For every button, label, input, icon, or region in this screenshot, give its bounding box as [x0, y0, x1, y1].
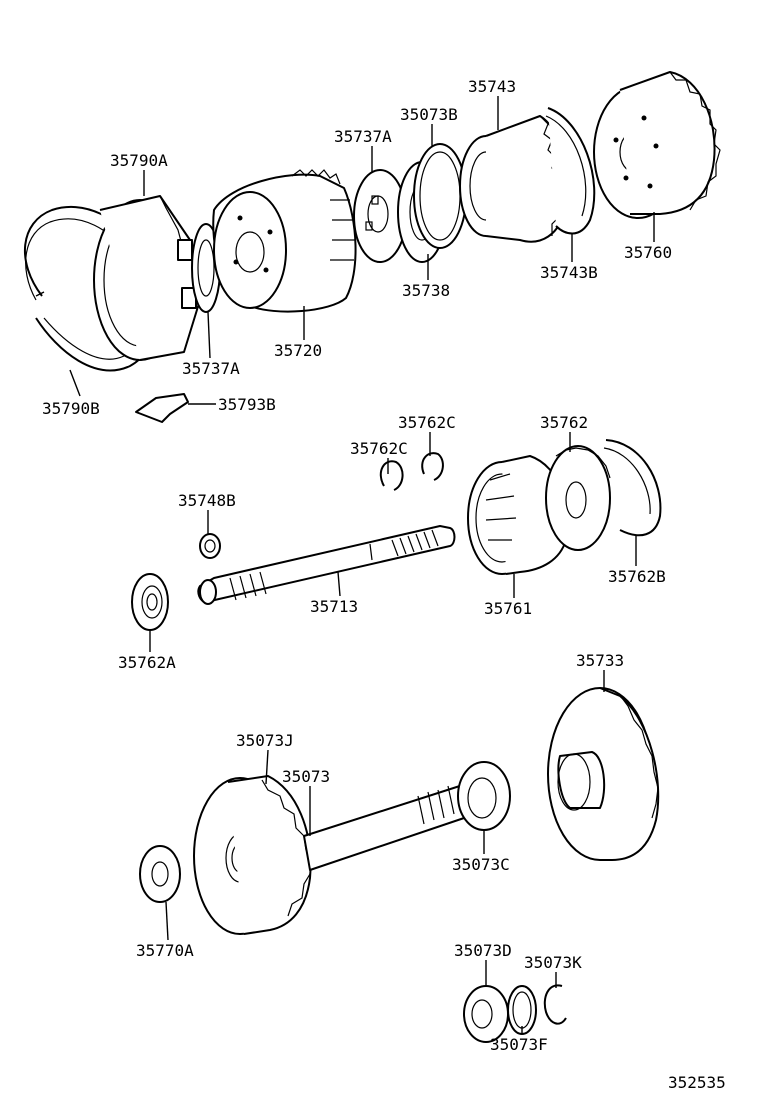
ring-35073b — [413, 143, 467, 249]
label-35762c-right: 35762C — [398, 413, 456, 432]
label-35733: 35733 — [576, 651, 624, 670]
label-35762c-left: 35762C — [350, 439, 408, 458]
label-35737a-upper: 35737A — [334, 127, 392, 146]
label-35760: 35760 — [624, 243, 672, 262]
ring-35073f — [507, 985, 537, 1035]
label-35073k: 35073K — [524, 953, 582, 972]
label-35793b: 35793B — [218, 395, 276, 414]
gear-35762 — [545, 445, 611, 551]
part-labels: 35790A 35790B 35737A 35720 35737A 35073B… — [42, 77, 726, 1092]
snap-ring-35073k — [543, 984, 567, 1025]
drum-35790a — [93, 195, 201, 361]
thrust-washer-35737a-upper — [353, 169, 407, 263]
snap-ring-35743b — [545, 107, 596, 235]
label-35770a: 35770A — [136, 941, 194, 960]
ring-35762c-left — [379, 460, 404, 491]
bearing-35762a — [131, 573, 169, 631]
shaft-35713 — [197, 525, 456, 605]
bearing-35073d — [463, 985, 509, 1043]
label-35790b: 35790B — [42, 399, 100, 418]
label-35073d: 35073D — [454, 941, 512, 960]
snap-ring-35762b — [603, 439, 662, 537]
clutch-drum-35720 — [212, 169, 357, 313]
drum-35760 — [593, 71, 721, 219]
label-35073b: 35073B — [400, 105, 458, 124]
label-35762b: 35762B — [608, 567, 666, 586]
ring-35762c-right — [421, 452, 444, 481]
label-35720: 35720 — [274, 341, 322, 360]
washer-35770a — [139, 845, 181, 903]
label-35748b: 35748B — [178, 491, 236, 510]
plate-35793b — [135, 393, 216, 423]
diagram-number: 352535 — [668, 1073, 726, 1092]
label-35761: 35761 — [484, 599, 532, 618]
label-35762a: 35762A — [118, 653, 176, 672]
label-35073c: 35073C — [452, 855, 510, 874]
label-35073f: 35073F — [490, 1035, 548, 1054]
bearing-35073c — [457, 761, 511, 831]
label-35713: 35713 — [310, 597, 358, 616]
label-35743b: 35743B — [540, 263, 598, 282]
label-35738: 35738 — [402, 281, 450, 300]
carrier-35073 — [193, 775, 477, 935]
label-35073: 35073 — [282, 767, 330, 786]
thrust-washer-35737a-lower — [191, 223, 221, 313]
label-35790a: 35790A — [110, 151, 168, 170]
label-35762: 35762 — [540, 413, 588, 432]
label-35737a-lower: 35737A — [182, 359, 240, 378]
label-35073j: 35073J — [236, 731, 294, 750]
label-35743: 35743 — [468, 77, 516, 96]
bushing-35748b — [199, 533, 221, 559]
leader-lines — [69, 96, 655, 1034]
ring-gear-35733 — [547, 687, 660, 861]
